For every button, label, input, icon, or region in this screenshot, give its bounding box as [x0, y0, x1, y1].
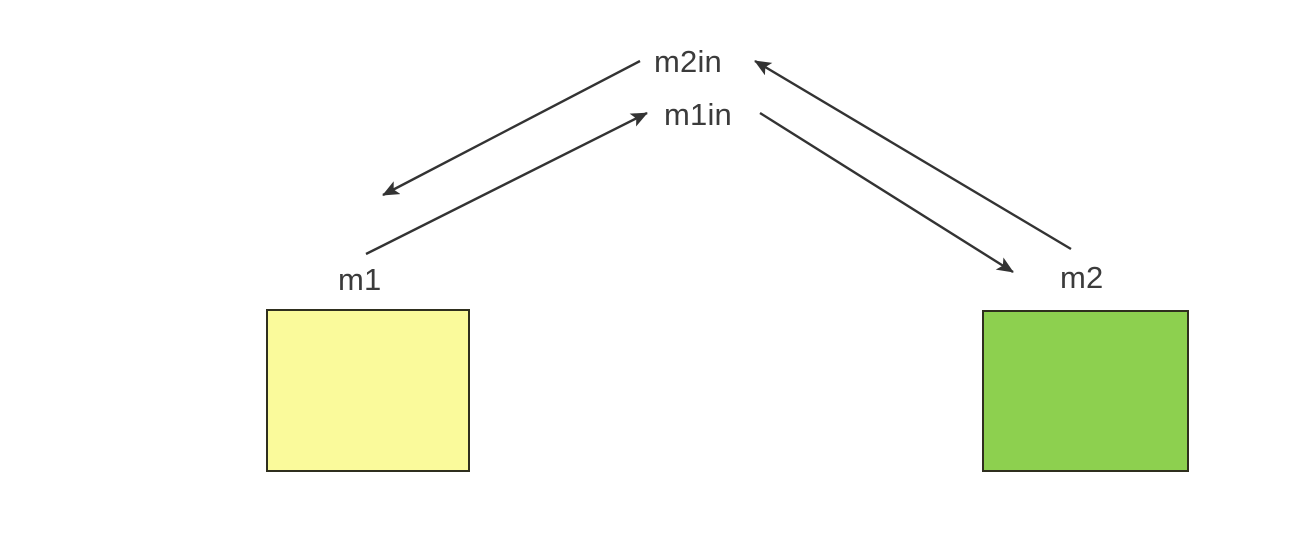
- node-label-m1: m1: [338, 262, 382, 297]
- module-box-m1[interactable]: [266, 309, 470, 472]
- port-label-m1in: m1in: [664, 97, 732, 132]
- module-box-m2[interactable]: [982, 310, 1189, 472]
- edge-m1in-to-m2: [759, 111, 1014, 274]
- edge-m2-to-m2in: [754, 59, 1072, 251]
- node-label-m2: m2: [1060, 260, 1104, 295]
- edge-m2in-to-left: [382, 59, 641, 197]
- port-label-m2in: m2in: [654, 44, 722, 79]
- edge-m1-to-m1in: [365, 111, 648, 256]
